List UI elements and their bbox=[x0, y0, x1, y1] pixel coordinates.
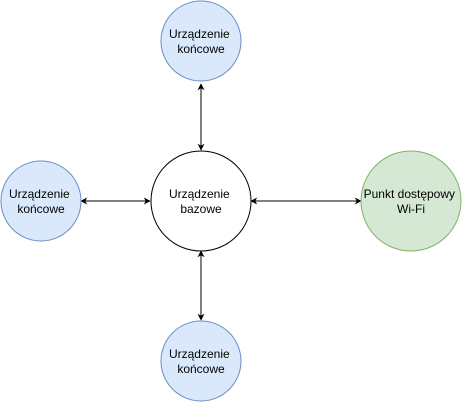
node-label-line2: końcowe bbox=[177, 42, 225, 56]
node-label-line1: Urządzenie bbox=[169, 27, 230, 41]
node-end-device-bottom[interactable]: Urządzenie końcowe bbox=[160, 320, 242, 402]
base-device-circle bbox=[150, 150, 252, 252]
node-label-line2: końcowe bbox=[17, 202, 65, 216]
node-label-line2: końcowe bbox=[177, 362, 225, 376]
node-label-line2: bazowe bbox=[180, 202, 222, 216]
end-device-circle bbox=[0, 160, 82, 242]
svg-text:Urządzenie końcowe: Urządzenie końcowe bbox=[169, 347, 233, 376]
node-end-device-left[interactable]: Urządzenie końcowe bbox=[0, 160, 82, 242]
node-base-device[interactable]: Urządzenie bazowe bbox=[150, 150, 252, 252]
node-label-line1: Urządzenie bbox=[169, 187, 230, 201]
access-point-circle bbox=[360, 150, 462, 252]
end-device-circle bbox=[160, 0, 242, 82]
svg-text:Urządzenie końcowe: Urządzenie końcowe bbox=[9, 187, 73, 216]
node-label-line1: Urządzenie bbox=[9, 187, 70, 201]
svg-text:Urządzenie bazowe: Urządzenie bazowe bbox=[169, 187, 233, 216]
node-wifi-access-point[interactable]: Punkt dostępowy Wi-Fi bbox=[360, 150, 462, 252]
node-end-device-top[interactable]: Urządzenie końcowe bbox=[160, 0, 242, 82]
end-device-circle bbox=[160, 320, 242, 402]
node-label-line1: Punkt dostępowy bbox=[364, 187, 455, 201]
svg-text:Urządzenie końcowe: Urządzenie końcowe bbox=[169, 27, 233, 56]
node-label-line2: Wi-Fi bbox=[397, 202, 425, 216]
node-label-line1: Urządzenie bbox=[169, 347, 230, 361]
edges bbox=[80, 83, 362, 321]
svg-text:Punkt dostępowy Wi-Fi: Punkt dostępowy Wi-Fi bbox=[364, 187, 459, 216]
